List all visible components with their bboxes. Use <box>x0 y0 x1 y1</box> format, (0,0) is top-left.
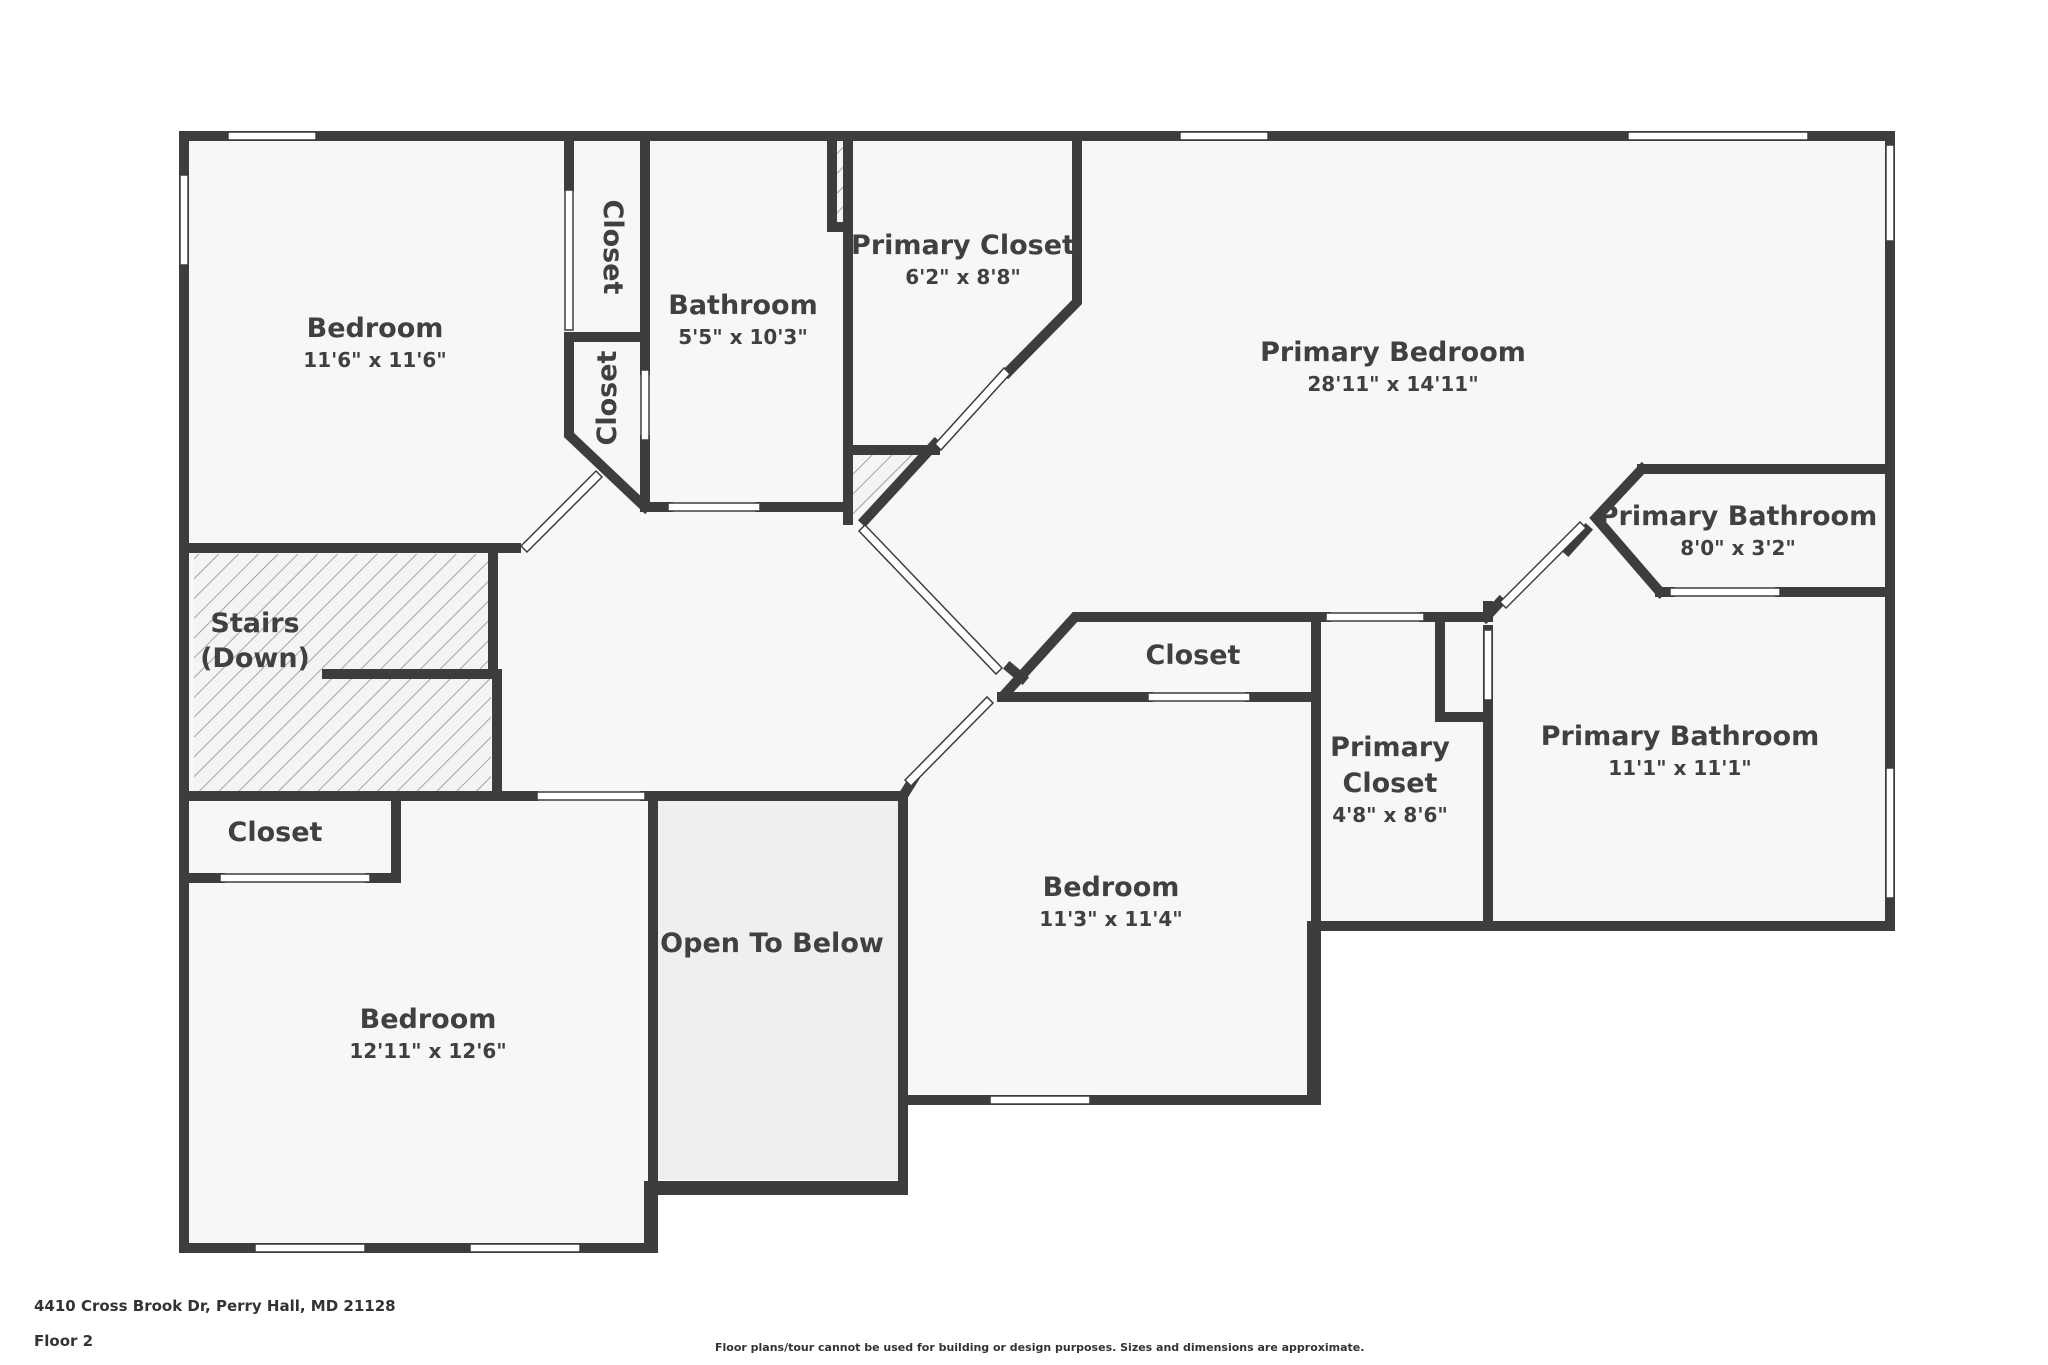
dims-bedroom-sw: 12'11" x 12'6" <box>349 1039 506 1063</box>
window-bedroom-sw-south-b <box>469 1243 581 1253</box>
window-primary-bedroom-east <box>1885 144 1895 242</box>
room-labels: Bedroom 11'6" x 11'6" Closet Closet Bath… <box>200 200 1877 1063</box>
door-primary-bath-small <box>1669 587 1781 597</box>
door-bedroom-center-diag <box>903 695 995 788</box>
label-closet-top: Closet <box>597 200 628 295</box>
doorways <box>219 189 1781 883</box>
door-bedroom-sw <box>536 791 646 801</box>
label-primary-bathroom-small: Primary Bathroom <box>1599 501 1878 532</box>
window-primary-bath-east <box>1885 767 1895 899</box>
open-to-below-floor <box>653 794 899 1180</box>
label-primary-closet-top: Primary Closet <box>851 230 1075 261</box>
label-stairs-down: (Down) <box>200 643 310 674</box>
label-closet-center: Closet <box>1146 640 1241 671</box>
label-bedroom-nw: Bedroom <box>307 313 444 344</box>
door-closet-top <box>564 189 574 331</box>
door-closet-sw <box>219 873 371 883</box>
wall-primary-closet-east <box>1000 131 1082 380</box>
label-bedroom-sw: Bedroom <box>360 1004 497 1035</box>
door-primary-bedroom-diag <box>857 523 1004 676</box>
dims-primary-closet-mid: 4'8" x 8'6" <box>1332 803 1448 827</box>
window-bedroom-nw-west <box>179 174 189 266</box>
dims-primary-bathroom: 11'1" x 11'1" <box>1608 756 1751 780</box>
wall-primary-bath-small-north <box>1560 522 1594 558</box>
label-stairs: Stairs <box>210 608 299 639</box>
wall-stairs-rail <box>322 669 502 801</box>
label-bedroom-center: Bedroom <box>1043 872 1180 903</box>
window-primary-bedroom-top-a <box>1179 131 1269 141</box>
label-primary-bedroom: Primary Bedroom <box>1260 337 1526 368</box>
address-text: 4410 Cross Brook Dr, Perry Hall, MD 2112… <box>34 1297 396 1315</box>
hatch-closet-b <box>853 454 918 515</box>
label-closet-sw: Closet <box>228 817 323 848</box>
door-closet-center <box>1147 692 1251 702</box>
wall-hatch-a <box>827 135 853 232</box>
wall-closet-sw-east <box>365 791 401 883</box>
wall-closet-small <box>564 340 653 515</box>
floor-label: Floor 2 <box>34 1332 94 1350</box>
door-bedroom-nw-diag <box>519 469 604 554</box>
door-bathroom <box>667 502 761 512</box>
wall-primary-bath-small-west <box>1589 461 1668 600</box>
label-open-to-below: Open To Below <box>660 928 884 959</box>
label-closet-small: Closet <box>592 350 623 445</box>
disclaimer-text: Floor plans/tour cannot be used for buil… <box>715 1341 1365 1354</box>
dims-primary-bathroom-small: 8'0" x 3'2" <box>1680 536 1796 560</box>
window-bedroom-center-south <box>989 1095 1091 1105</box>
door-closet-small <box>640 369 650 441</box>
window-primary-bedroom-top-b <box>1627 131 1809 141</box>
wall-closet-notch <box>1435 612 1491 722</box>
door-primary-bath-diag <box>1498 520 1588 610</box>
window-bedroom-sw-south-a <box>254 1243 366 1253</box>
dims-bedroom-nw: 11'6" x 11'6" <box>303 348 446 372</box>
door-primary-closet-diag <box>933 366 1012 452</box>
dims-bedroom-center: 11'3" x 11'4" <box>1039 907 1182 931</box>
door-primary-closet-mid <box>1325 612 1425 622</box>
label-bathroom: Bathroom <box>668 290 817 321</box>
label-primary-bathroom: Primary Bathroom <box>1541 721 1820 752</box>
label-primary-closet-mid-line1: Primary <box>1330 732 1450 763</box>
window-bedroom-nw-top <box>227 131 317 141</box>
wall-primary-bath-diag <box>1478 594 1508 625</box>
door-primary-closet-notch <box>1483 629 1493 701</box>
wall-closet-center <box>997 612 1321 702</box>
dims-primary-bedroom: 28'11" x 14'11" <box>1307 372 1478 396</box>
dims-primary-closet-top: 6'2" x 8'8" <box>905 265 1021 289</box>
dims-bathroom: 5'5" x 10'3" <box>678 325 808 349</box>
label-primary-closet-mid-line2: Closet <box>1343 768 1438 799</box>
windows <box>179 131 1895 1253</box>
wall-primary-closet-diag <box>857 436 943 528</box>
